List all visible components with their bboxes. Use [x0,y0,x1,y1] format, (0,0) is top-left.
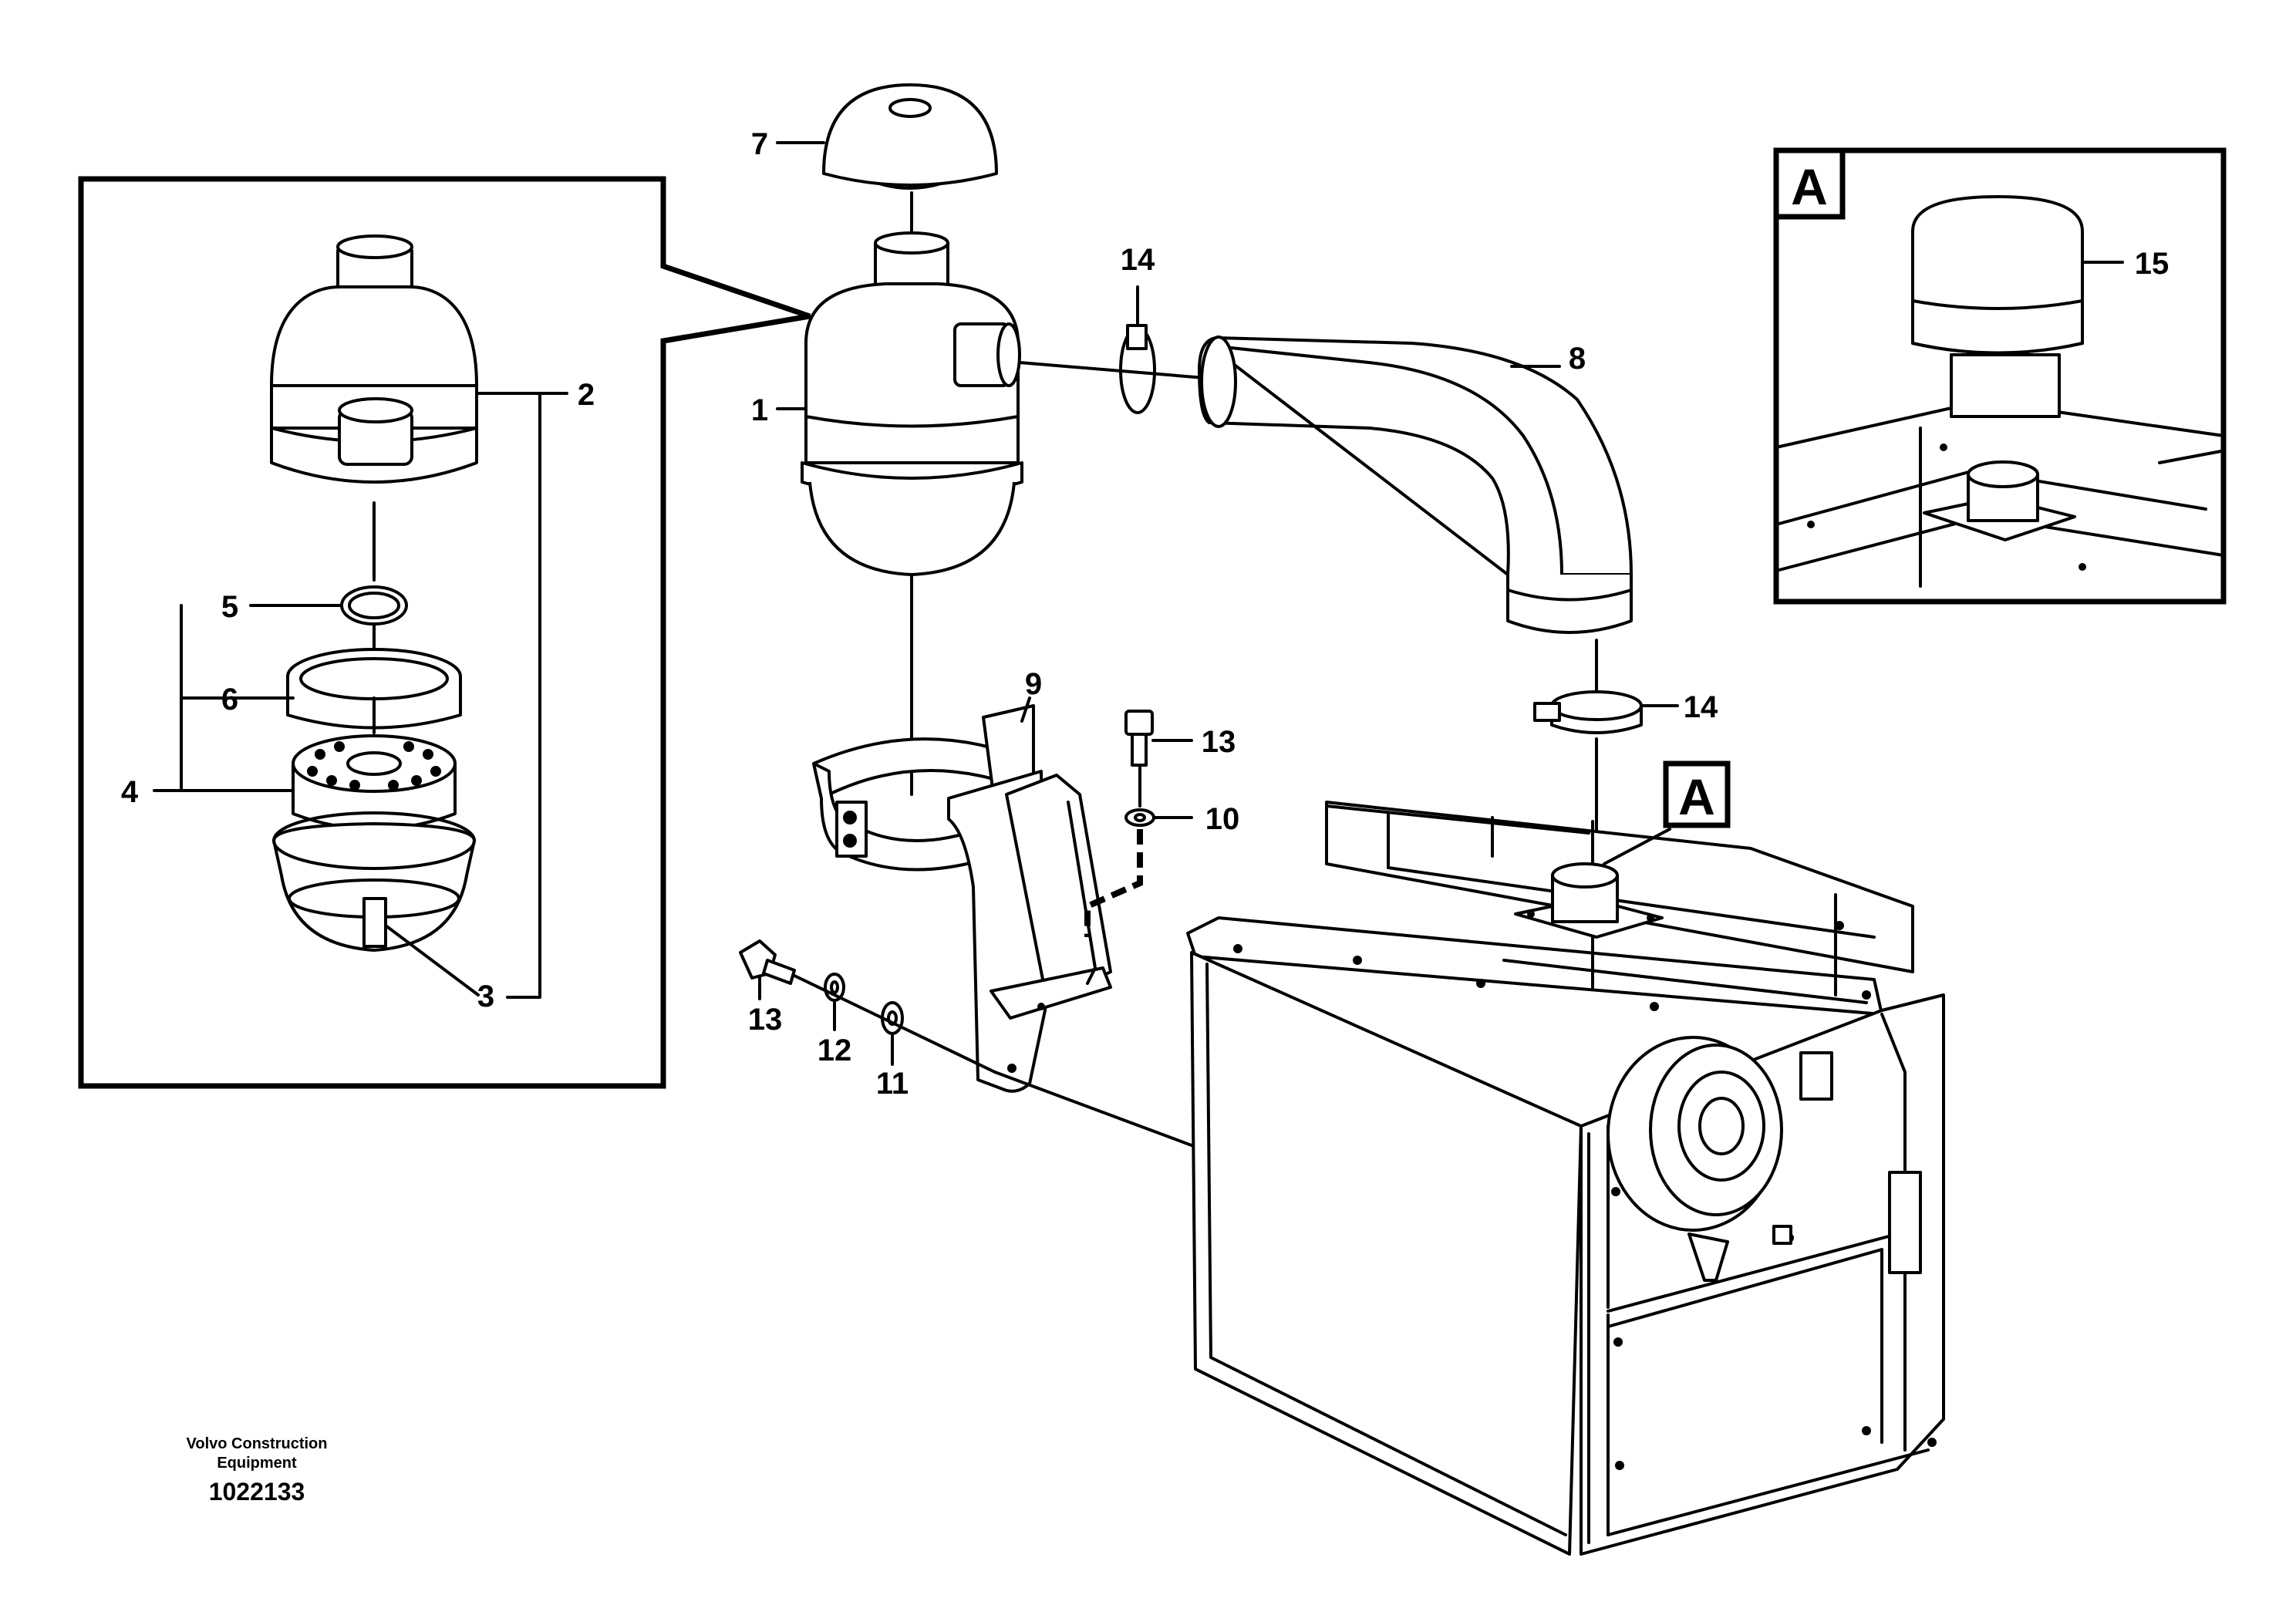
detail-leader-lines [153,392,568,999]
bolt-lower [739,939,796,1000]
callout-13-lower: 13 [748,1003,783,1037]
washer-large [793,974,1193,1147]
callout-5: 5 [221,590,238,624]
callout-11: 11 [876,1067,909,1101]
band-clamp [812,696,1035,872]
detail-callout-frame [78,176,811,1089]
precleaner-cap [776,83,998,237]
filter-ring [286,648,462,734]
callout-9: 9 [1025,667,1042,701]
callout-1: 1 [751,393,768,427]
view-marker-a: A [1678,768,1715,825]
inset-view-a [1773,147,2227,605]
callout-3: 3 [477,980,494,1013]
inset-view-marker: A [1791,158,1828,215]
blower-unit [1607,1036,1922,1282]
callout-4: 4 [121,775,139,809]
inset-view-marker-box [1773,147,1846,220]
callout-8: 8 [1569,342,1586,376]
callout-14-lower: 14 [1684,690,1718,724]
seal-ring [340,585,408,651]
brand-line-1: Volvo Construction [187,1435,328,1452]
callout-6: 6 [221,683,238,717]
callout-13-upper: 13 [1202,725,1236,759]
callout-10: 10 [1205,802,1240,836]
intake-stub [1514,862,1664,939]
callout-12: 12 [818,1034,852,1067]
callout-14-upper: 14 [1121,243,1155,277]
bolt-upper [1124,710,1193,767]
air-cleaner-housing [776,231,1023,796]
washer-upper [1084,766,1193,937]
document-number: 1022133 [209,1478,305,1506]
callout-15: 15 [2135,247,2170,281]
perforated-filter-element [292,734,457,881]
washer-middle [824,973,845,1031]
view-marker-box [1663,760,1731,828]
hose-clamp-upper [1018,285,1206,414]
precleaner-upper-housing [270,234,478,582]
callout-2: 2 [578,378,595,412]
intake-hose [1198,336,1633,634]
brand-line-2: Equipment [217,1455,297,1472]
callout-7: 7 [751,127,768,161]
mounting-bracket [947,770,1112,1093]
dust-bowl [272,811,476,952]
